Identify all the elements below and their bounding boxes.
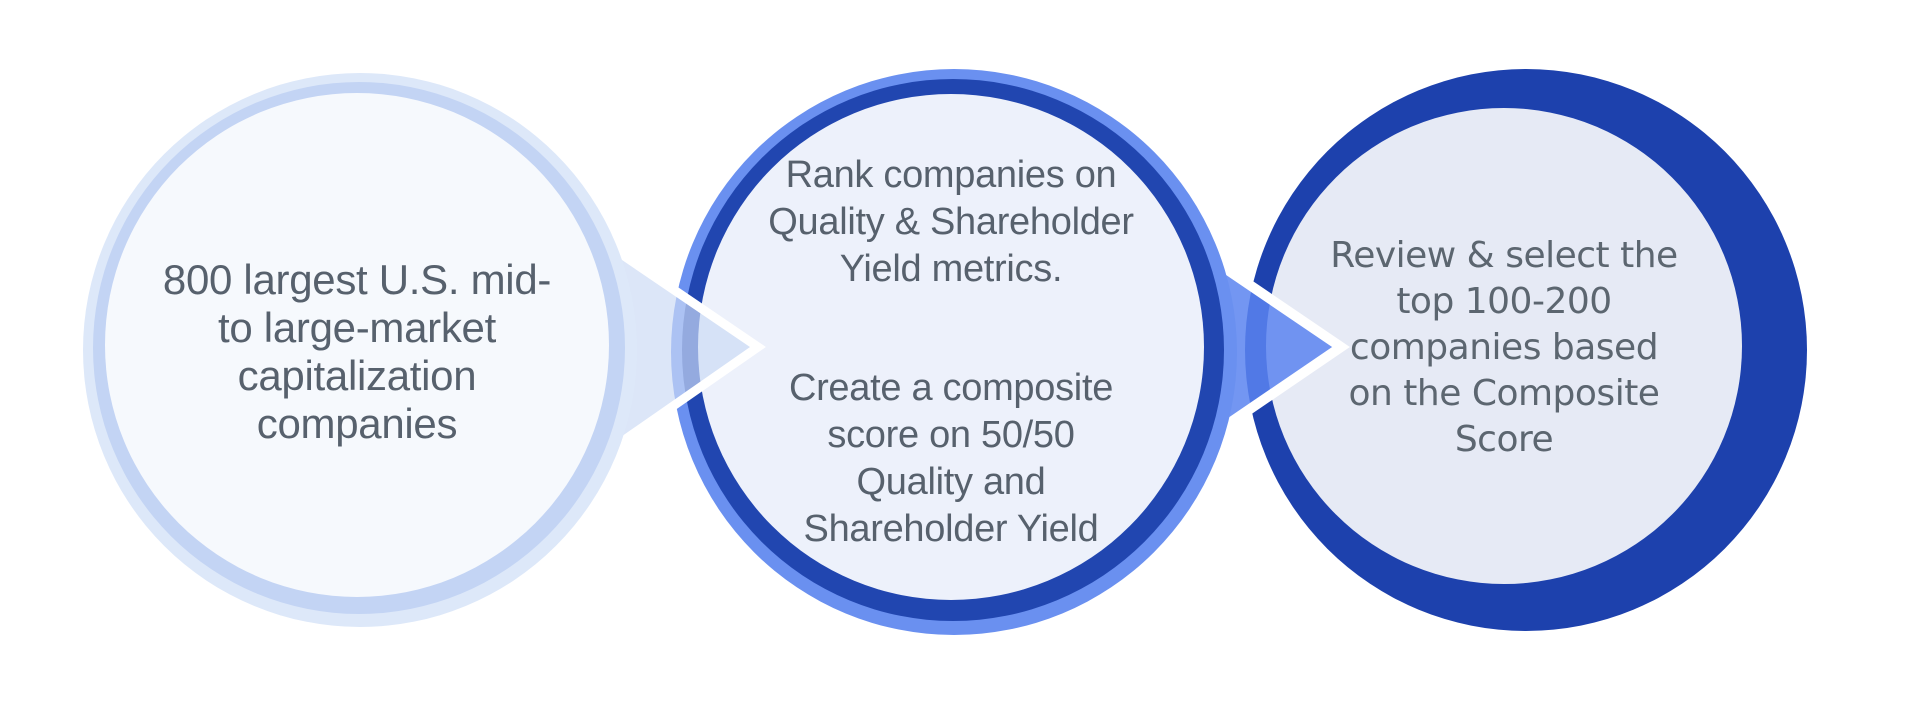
step3-fill	[1266, 108, 1742, 584]
step2-circle	[671, 69, 1237, 635]
step2-fill	[698, 94, 1204, 600]
step1-circle	[83, 73, 637, 627]
step1-fill	[105, 93, 609, 597]
step3-circle	[1245, 69, 1807, 631]
